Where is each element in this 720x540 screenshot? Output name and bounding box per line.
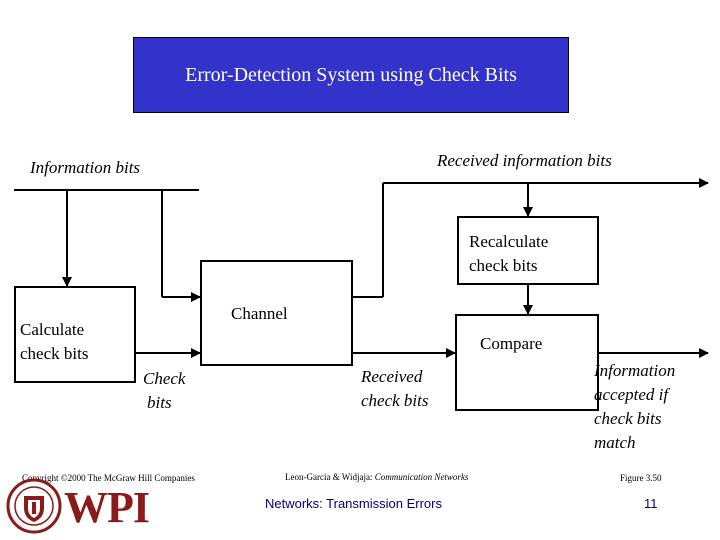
information-bits-label: Information bits	[30, 158, 141, 177]
page-number: 11	[644, 496, 658, 511]
channel-box: Channel	[200, 260, 353, 366]
recalculate-label-line2: check bits	[469, 256, 538, 275]
channel-label: Channel	[231, 304, 288, 323]
accepted-label-line3: check bits	[594, 409, 662, 428]
diagram-title: Error-Detection System using Check Bits	[185, 63, 517, 86]
wpi-logo-text: WPI	[64, 483, 150, 532]
received-check-bits-label-line2: check bits	[361, 391, 429, 410]
figure-number: Figure 3.50	[620, 473, 662, 483]
accepted-label-line2: accepted if	[594, 385, 669, 404]
citation-book: Communication Networks	[374, 472, 469, 482]
accepted-label-line4: match	[594, 433, 636, 452]
wpi-seal-icon	[6, 478, 62, 534]
citation-authors: Leon-Garcia & Widjaja:	[285, 472, 373, 482]
accepted-label-line1: Information	[594, 361, 676, 380]
check-bits-label-line1: Check	[143, 369, 186, 388]
received-information-bits-label: Received information bits	[437, 151, 612, 170]
calculate-box: Calculate check bits	[14, 286, 136, 383]
copyright-text: Copyright ©2000 The McGraw Hill Companie…	[22, 473, 195, 483]
recalculate-label-line1: Recalculate	[469, 232, 549, 251]
received-check-bits-label-line1: Received	[361, 367, 423, 386]
compare-label: Compare	[480, 334, 543, 353]
compare-box: Compare	[455, 314, 599, 411]
calculate-label-line2: check bits	[20, 344, 89, 363]
recalculate-box: Recalculate check bits	[457, 216, 599, 285]
check-bits-label-line2: bits	[147, 393, 172, 412]
title-banner: Error-Detection System using Check Bits	[133, 37, 569, 113]
slide-footer-title: Networks: Transmission Errors	[265, 496, 442, 511]
calculate-label-line1: Calculate	[20, 320, 85, 339]
citation-text: Leon-Garcia & Widjaja: Communication Net…	[285, 472, 468, 482]
